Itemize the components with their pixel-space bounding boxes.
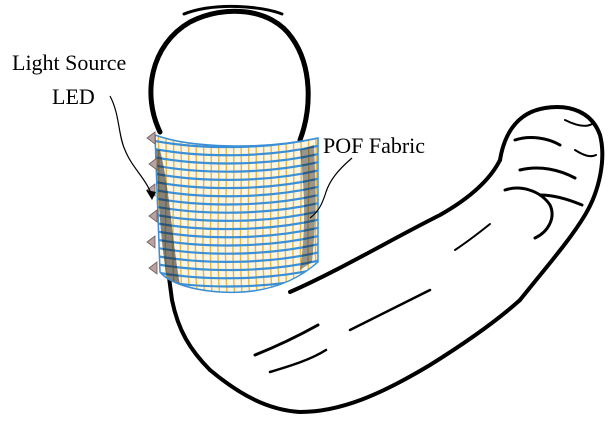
led-emitter bbox=[149, 262, 157, 274]
light-source-label: Light Source bbox=[12, 50, 126, 75]
forearm-upper-edge bbox=[290, 160, 500, 292]
knuckle-lines bbox=[515, 138, 582, 205]
fist-detail bbox=[565, 120, 596, 156]
fist-outline bbox=[500, 107, 602, 300]
led-leader-line bbox=[110, 96, 152, 196]
led-emitter bbox=[147, 132, 155, 144]
elbow-crease-2 bbox=[270, 350, 326, 372]
led-emitter bbox=[149, 210, 157, 222]
led-label: LED bbox=[52, 84, 95, 109]
led-emitter bbox=[149, 158, 157, 170]
led-emitter bbox=[147, 236, 155, 248]
forearm-muscle-2 bbox=[455, 224, 490, 250]
shoulder-outline bbox=[151, 11, 308, 140]
forearm-muscle bbox=[350, 290, 430, 330]
pof-fabric-label: POF Fabric bbox=[323, 133, 425, 158]
elbow-crease bbox=[255, 325, 318, 355]
pof-fabric-sleeve bbox=[150, 125, 325, 300]
